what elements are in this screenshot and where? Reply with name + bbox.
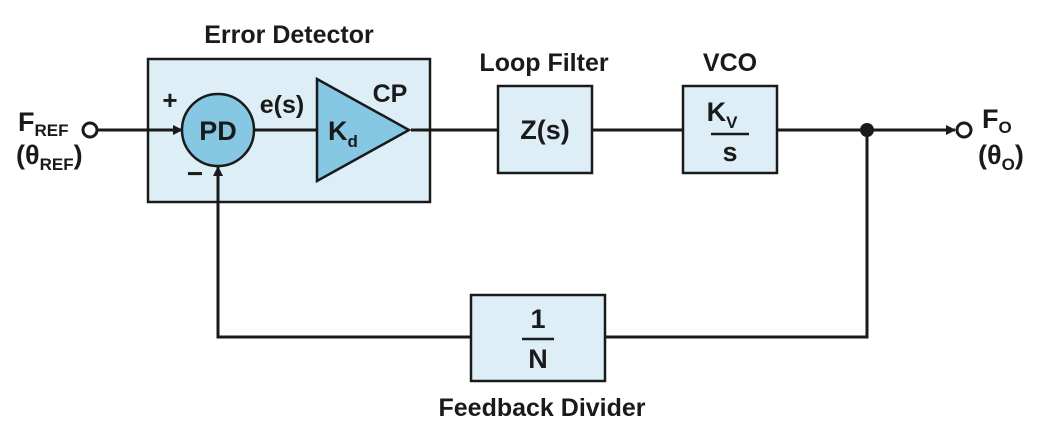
feedback-divider-title: Feedback Divider (438, 394, 645, 422)
output-terminal (955, 121, 973, 139)
divider-denominator: N (528, 344, 548, 374)
error-signal-label: e(s) (260, 91, 304, 119)
charge-pump-label: CP (373, 80, 408, 108)
minus-sign: − (187, 158, 203, 189)
output-phase-label: (θO) (978, 140, 1024, 174)
vco-gain: KV (707, 97, 739, 132)
input-phase-label: (θREF) (16, 140, 83, 174)
junction-node (860, 123, 874, 137)
charge-pump-gain: Kd (328, 116, 358, 151)
phase-detector-circle (180, 92, 256, 168)
plus-sign: + (162, 85, 177, 115)
vco-block (681, 84, 779, 175)
feedback-left-wire (213, 166, 471, 339)
loop-filter-title: Loop Filter (479, 49, 608, 77)
vco-title: VCO (703, 49, 757, 77)
loop-filter-block (496, 84, 594, 175)
phase-detector-label: PD (199, 116, 237, 146)
loop-filter-label: Z(s) (520, 115, 570, 145)
input-frequency-label: FREF (18, 107, 69, 140)
output-frequency-label: FO (982, 104, 1012, 137)
divider-numerator: 1 (530, 304, 545, 334)
vco-denominator: s (722, 137, 737, 167)
input-terminal (81, 121, 99, 139)
charge-pump-triangle (315, 76, 412, 184)
error-detector-title: Error Detector (204, 21, 374, 49)
feedback-right-wire (605, 130, 869, 339)
